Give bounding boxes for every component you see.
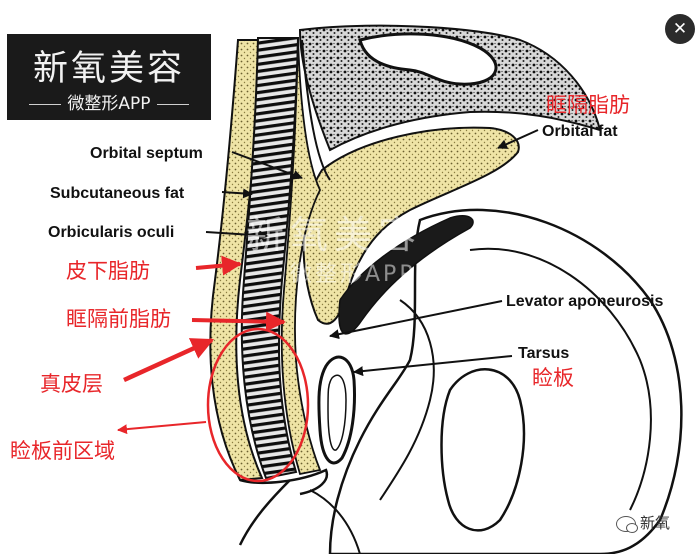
label-tarsus-en: Tarsus xyxy=(518,345,569,362)
eyeball-inner-curve xyxy=(469,247,652,511)
pretarsal-region-circle xyxy=(206,327,310,483)
cornea-curve xyxy=(379,299,435,501)
leader-orbital-fat xyxy=(497,129,539,149)
arrow-pretarsal-region-cn xyxy=(117,421,207,435)
eyelid-margin xyxy=(239,468,329,496)
wechat-icon xyxy=(616,515,638,533)
label-subcutaneous-fat: Subcutaneous fat xyxy=(50,185,185,202)
arrow-preseptal-fat-cn xyxy=(191,311,286,332)
label-preseptal-fat-cn: 眶隔前脂肪 xyxy=(66,307,171,331)
label-subcutaneous-fat-cn: 皮下脂肪 xyxy=(66,259,150,283)
bone-cavity xyxy=(358,32,498,86)
lens-outline xyxy=(440,368,526,532)
leader-subcutaneous-fat xyxy=(221,188,253,199)
arrow-dermis-cn xyxy=(123,337,215,383)
leader-orbital-septum xyxy=(231,151,303,180)
septum-layer xyxy=(280,37,322,476)
close-button[interactable]: ✕ xyxy=(665,14,695,44)
lower-lid-line xyxy=(309,489,361,554)
source-credit: 新氧 xyxy=(616,512,670,533)
close-icon: ✕ xyxy=(672,19,688,39)
brand-logo: 新氧美容 微整形APP xyxy=(7,34,211,120)
label-orbital-fat-en: Orbital fat xyxy=(542,123,618,140)
arrow-subcutaneous-fat-cn xyxy=(195,255,242,276)
eyelash xyxy=(238,479,291,546)
leader-orbicularis-oculi xyxy=(205,230,269,241)
leader-tarsus xyxy=(353,355,513,377)
tarsus-inner xyxy=(327,374,347,451)
label-orbicularis-oculi: Orbicularis oculi xyxy=(48,224,174,241)
label-orbital-fat-cn: 眶隔脂肪 xyxy=(546,93,630,117)
orbicularis-muscle-layer xyxy=(240,37,300,480)
logo-subtitle: 微整形APP xyxy=(7,89,211,114)
label-pretarsal-region-cn: 睑板前区域 xyxy=(10,439,115,463)
septum-line xyxy=(301,39,331,181)
label-levator-aponeurosis: Levator aponeurosis xyxy=(506,293,663,310)
logo-title: 新氧美容 xyxy=(32,49,185,89)
label-dermis-cn: 真皮层 xyxy=(40,372,103,396)
orbital-fat xyxy=(302,126,520,325)
credit-text: 新氧 xyxy=(640,514,671,532)
label-orbital-septum: Orbital septum xyxy=(90,145,203,162)
leader-levator-aponeurosis xyxy=(329,300,503,340)
label-tarsus-cn: 睑板 xyxy=(532,366,574,390)
